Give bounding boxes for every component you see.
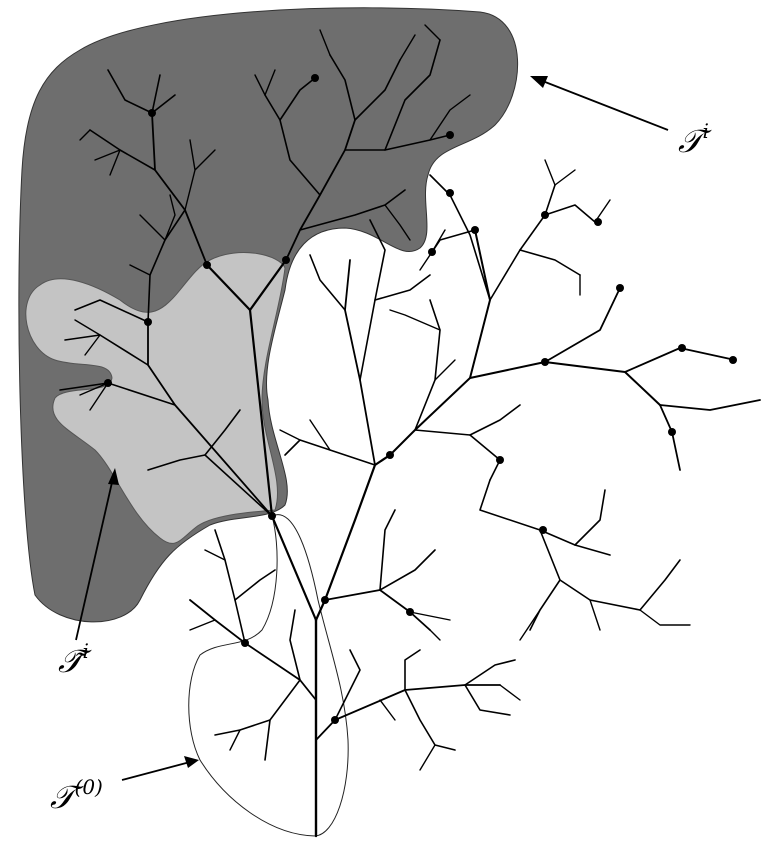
region-tree-0 xyxy=(189,515,348,836)
label-tree-tilde-i: 𝒯̃i xyxy=(58,639,92,680)
arrow-tree-0 xyxy=(122,756,199,780)
arrow-tree-i xyxy=(530,76,668,130)
label-tree-i: 𝒯i xyxy=(678,119,712,160)
label-tree-0: 𝒯(0) xyxy=(50,775,103,816)
